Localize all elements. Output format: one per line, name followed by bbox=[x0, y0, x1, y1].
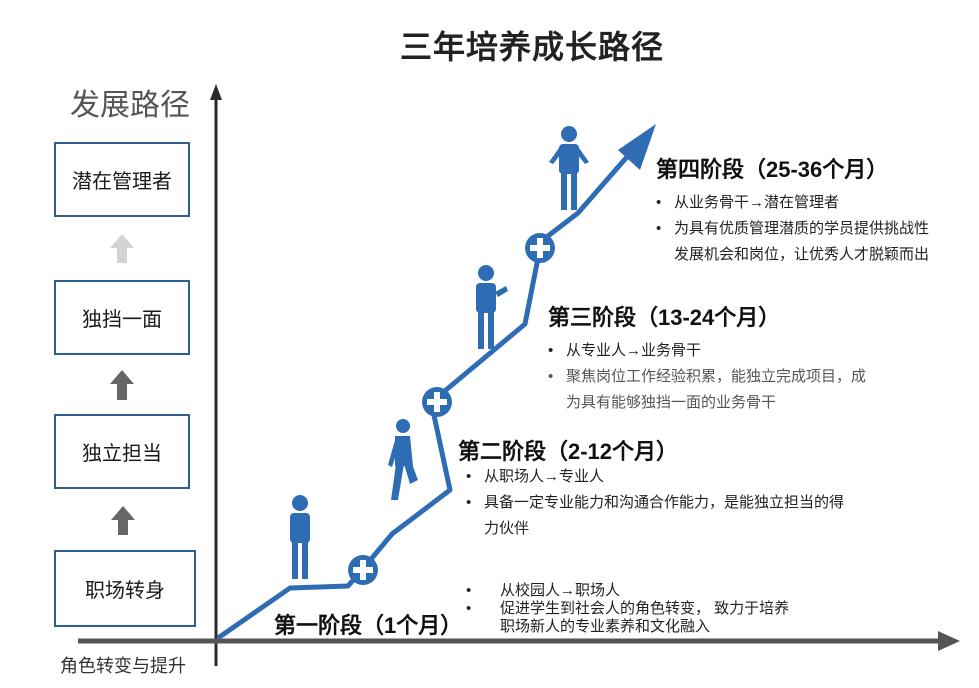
ladder-up-arrow-2 bbox=[110, 370, 134, 400]
stage-3-bullet: 聚焦岗位工作经验积累，能独立完成项目，成 bbox=[566, 368, 867, 385]
stage-2-bullet: 力伙伴 bbox=[484, 520, 530, 537]
stage-3-bullet: 从专业人→业务骨干 bbox=[566, 342, 702, 359]
ladder-box-career-transition: 职场转身 bbox=[54, 550, 196, 627]
stage-1-bullet: 职场新人的专业素养和文化融入 bbox=[500, 618, 711, 635]
person-shrug-icon bbox=[549, 126, 589, 210]
stage-4-bullet: 为具有优质管理潜质的学员提供挑战性 bbox=[674, 220, 930, 237]
plus-circle-icon bbox=[422, 387, 452, 417]
y-axis-label: 发展路径 bbox=[70, 89, 190, 122]
stage-1-title: 第一阶段（1个月） bbox=[274, 613, 463, 638]
stage-3-bullets: •从专业人→业务骨干 •聚焦岗位工作经验积累，能独立完成项目，成 为具有能够独挡… bbox=[548, 338, 866, 416]
stage-4-bullet: 从业务骨干→潜在管理者 bbox=[674, 194, 840, 211]
stage-3-bullet: 为具有能够独挡一面的业务骨干 bbox=[566, 394, 777, 411]
stage-4-title: 第四阶段（25-36个月） bbox=[656, 157, 889, 182]
stage-1-bullet: 促进学生到社会人的角色转变， 致力于培养 bbox=[500, 600, 790, 617]
plus-circle-icon bbox=[348, 555, 378, 585]
ladder-box-independent-responsible: 独立担当 bbox=[54, 414, 190, 489]
stage-2-bullet: 从职场人→专业人 bbox=[484, 468, 605, 485]
stage-1-bullet: 从校园人→职场人 bbox=[500, 582, 621, 599]
y-axis-arrowhead bbox=[210, 84, 222, 100]
x-axis-label: 角色转变与提升 bbox=[60, 656, 186, 676]
person-thinking-icon bbox=[476, 265, 508, 349]
plus-circle-icon bbox=[525, 233, 555, 263]
ladder-up-arrow-3 bbox=[110, 234, 134, 263]
stage-2-bullet: 具备一定专业能力和沟通合作能力，是能独立担当的得 bbox=[484, 494, 845, 511]
page-title: 三年培养成长路径 bbox=[399, 29, 664, 65]
stage-1-bullets: •从校园人→职场人 •促进学生到社会人的角色转变， 致力于培养 职场新人的专业素… bbox=[466, 582, 790, 635]
x-axis-arrowhead bbox=[938, 631, 960, 651]
ladder-up-arrow-1 bbox=[111, 506, 135, 535]
stage-2-title: 第二阶段（2-12个月） bbox=[458, 439, 679, 464]
person-climbing-icon bbox=[388, 419, 418, 500]
ladder-box-potential-manager: 潜在管理者 bbox=[54, 142, 190, 217]
stage-3-title: 第三阶段（13-24个月） bbox=[548, 305, 781, 330]
ladder-box-independent-handler: 独挡一面 bbox=[54, 280, 190, 355]
stage-4-bullets: •从业务骨干→潜在管理者 •为具有优质管理潜质的学员提供挑战性 发展机会和岗位，… bbox=[656, 190, 929, 268]
person-standing-icon bbox=[290, 495, 310, 579]
stage-2-bullets: •从职场人→专业人 •具备一定专业能力和沟通合作能力，是能独立担当的得 力伙伴 bbox=[466, 464, 844, 542]
stage-4-bullet: 发展机会和岗位，让优秀人才脱颖而出 bbox=[674, 246, 930, 263]
growth-arrowhead bbox=[618, 124, 656, 170]
